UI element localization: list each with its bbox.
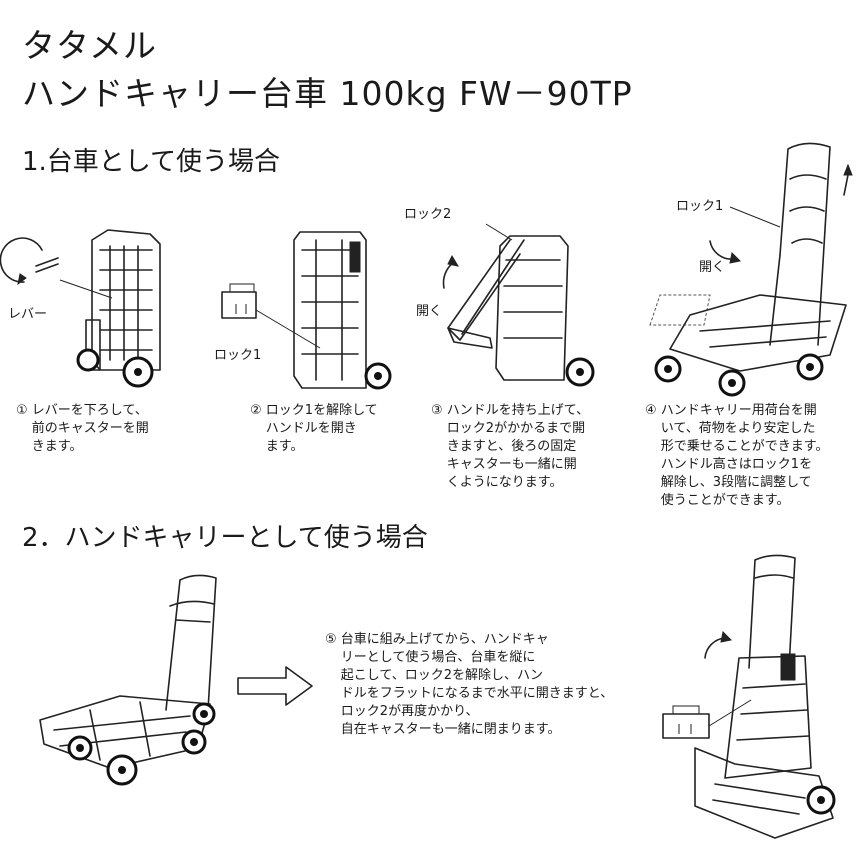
label-lock1-step4: ロック1 [676, 199, 724, 214]
figure-step2-lock1-release [221, 231, 392, 390]
section1-heading: 1.台車として使う場合 [22, 147, 281, 177]
step5-number: ⑤ [325, 632, 337, 647]
label-lever: レバー [8, 307, 48, 322]
step2-text: ロック1を解除して ハンドルを開き ます。 [265, 403, 378, 454]
step4-number: ④ [645, 403, 657, 418]
figure-step5-hand-carry [662, 554, 836, 839]
step2-instruction: ② ロック1を解除して ハンドルを開き ます。 [250, 402, 378, 456]
step4-instruction: ④ ハンドキャリー用荷台を開 いて、荷物をより安定した 形で乗せることができます… [645, 402, 829, 510]
label-open-step3: 開く [416, 304, 443, 319]
step3-instruction: ③ ハンドルを持ち上げて、 ロック2がかかるまで開 きますと、後ろの固定 キャス… [431, 402, 589, 492]
step1-number: ① [16, 403, 28, 418]
figure-step3-lift-handle [442, 223, 595, 387]
step5-text: 台車に組み上げてから、ハンドキャ リーとして使う場合、台車を縦に 起こして、ロッ… [340, 632, 614, 737]
label-lock1-step2: ロック1 [214, 348, 262, 363]
step1-instruction: ① レバーを下ろして、 前のキャスターを開 きます。 [16, 402, 149, 456]
step2-number: ② [250, 403, 262, 418]
label-lock2-step3: ロック2 [404, 207, 452, 222]
figure-step5-cart [39, 574, 217, 786]
section2-heading: 2．ハンドキャリーとして使う場合 [22, 523, 428, 553]
step4-text: ハンドキャリー用荷台を開 いて、荷物をより安定した 形で乗せることができます。 … [660, 403, 829, 508]
step3-text: ハンドルを持ち上げて、 ロック2がかかるまで開 きますと、後ろの固定 キャスター… [446, 403, 590, 490]
product-title: ハンドキャリー台車 100kg FW－90TP [22, 74, 633, 113]
figure-step1-folded-cart [0, 229, 161, 388]
transition-arrow [237, 666, 313, 706]
product-brand: タタメル [22, 26, 158, 65]
step1-text: レバーを下ろして、 前のキャスターを開 きます。 [31, 403, 149, 454]
step3-number: ③ [431, 403, 443, 418]
step5-instruction: ⑤ 台車に組み上げてから、ハンドキャ リーとして使う場合、台車を縦に 起こして、… [325, 631, 613, 739]
figure-step4-open-platform [649, 142, 853, 397]
label-open-step4: 開く [699, 260, 726, 275]
